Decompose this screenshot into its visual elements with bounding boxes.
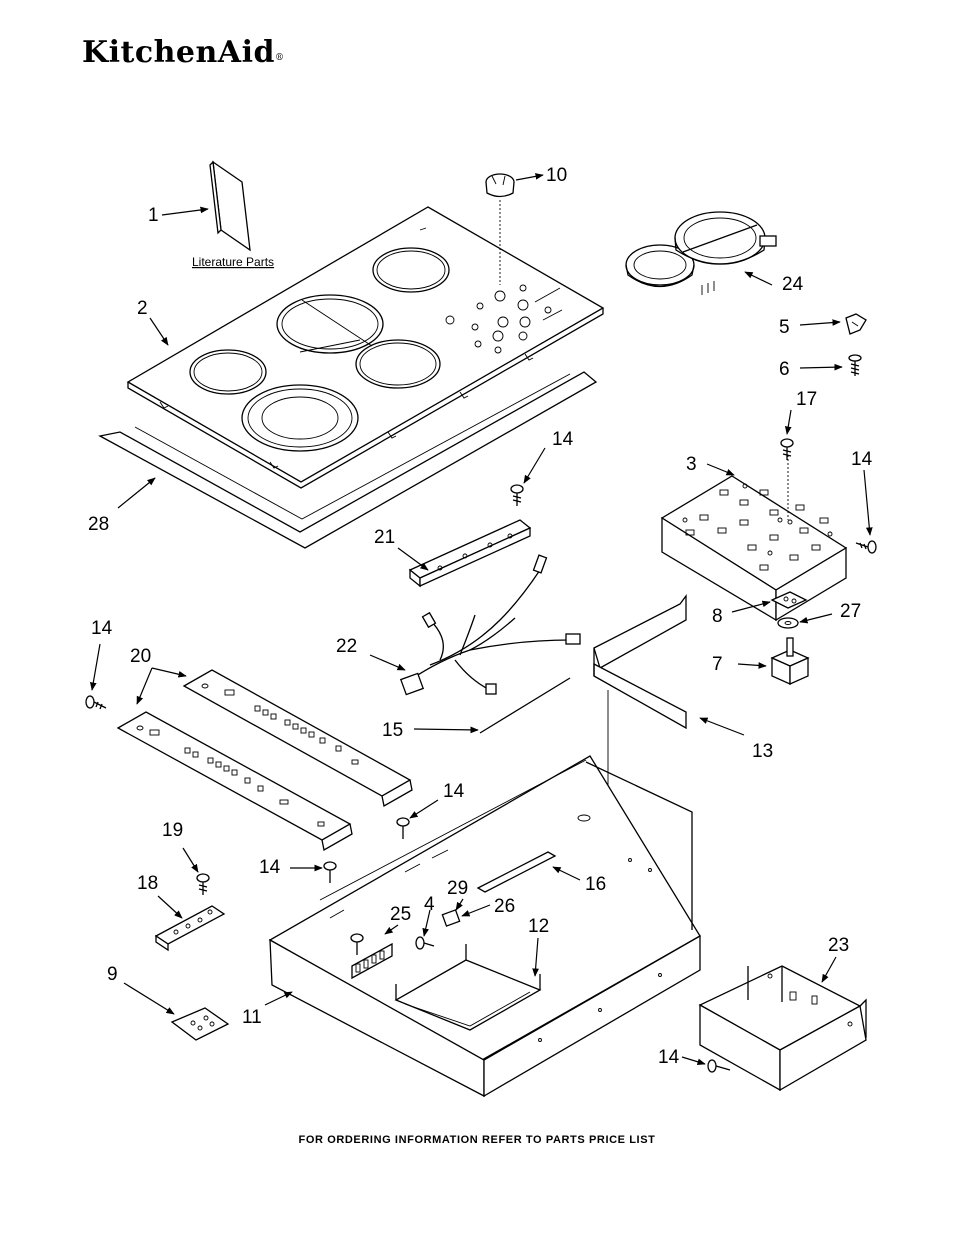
callout-6: 6 (779, 359, 790, 380)
bracket-18-part (154, 905, 226, 952)
wire-harness-part (399, 554, 581, 696)
callout-1: 1 (148, 205, 159, 226)
callout-11: 11 (242, 1007, 262, 1028)
callout-8: 8 (712, 606, 723, 627)
callout-17: 17 (796, 389, 817, 410)
callout-3: 3 (686, 454, 697, 475)
clip-part (845, 313, 867, 335)
callout-14-e: 14 (259, 857, 281, 878)
glass-cooktop-part (126, 206, 605, 489)
callout-14-a: 14 (552, 429, 574, 450)
callout-19: 19 (162, 820, 183, 841)
callout-9: 9 (107, 964, 118, 985)
base-pan-part (268, 755, 701, 1098)
callout-13: 13 (752, 741, 773, 762)
screw-6-icon (848, 354, 862, 376)
label-26-part (441, 909, 461, 927)
brand-name: KitchenAid (82, 35, 275, 70)
spacer-plate-part (770, 591, 808, 609)
control-knob-part (485, 173, 515, 285)
callout-20: 20 (130, 646, 151, 667)
screw-14-right-icon (855, 540, 877, 554)
screw-4-icon (415, 936, 435, 950)
callout-15: 15 (382, 720, 403, 741)
callout-2: 2 (137, 298, 148, 319)
screw-14-pan-a-icon (323, 861, 337, 883)
callout-14-d: 14 (443, 781, 465, 802)
support-rail-lower-part (116, 711, 353, 852)
screw-14-bracket-icon (510, 484, 524, 506)
callout-18: 18 (137, 873, 158, 894)
bracket-12-part (394, 944, 542, 1031)
plate-9-part (170, 1007, 230, 1041)
callout-26: 26 (494, 896, 515, 917)
registered-mark: ® (274, 53, 285, 63)
screw-14-left-icon (85, 695, 107, 710)
ordering-info-footer: FOR ORDERING INFORMATION REFER TO PARTS … (298, 1134, 656, 1146)
callout-27: 27 (840, 601, 861, 622)
callout-12: 12 (528, 916, 549, 937)
callout-7: 7 (712, 654, 723, 675)
callout-4: 4 (424, 894, 435, 915)
brand-logo: KitchenAid® (82, 38, 284, 68)
screw-29-icon (350, 933, 364, 955)
gasket-strip-part (476, 851, 557, 893)
callout-22: 22 (336, 636, 357, 657)
callout-14-f: 14 (658, 1047, 680, 1068)
callout-28: 28 (88, 514, 109, 535)
callout-5: 5 (779, 317, 790, 338)
callout-14-c: 14 (91, 618, 113, 639)
cooktop-seal-part (98, 371, 598, 549)
screw-19-icon (196, 873, 210, 895)
callout-24: 24 (782, 274, 804, 295)
control-box-part (660, 455, 848, 622)
junction-box-part (698, 965, 867, 1092)
literature-caption: Literature Parts (192, 255, 274, 269)
screw-14-pan-b-icon (396, 817, 410, 839)
callout-14-b: 14 (851, 449, 873, 470)
literature-parts-icon (209, 160, 251, 252)
callout-29: 29 (447, 878, 468, 899)
callout-10: 10 (546, 165, 567, 186)
screw-14-box-icon (707, 1059, 731, 1073)
callout-25: 25 (390, 904, 411, 925)
sensor-rod-part (479, 677, 571, 734)
bracket-21-part (408, 519, 532, 588)
switch-part (770, 637, 810, 686)
callout-21: 21 (374, 527, 395, 548)
callout-23: 23 (828, 935, 849, 956)
terminal-block-part (351, 942, 393, 980)
radiant-element-part (625, 211, 777, 295)
leader-lines (89, 173, 873, 1066)
washer-part (777, 617, 799, 629)
callout-16: 16 (585, 874, 606, 895)
support-rail-upper-part (182, 669, 413, 808)
callout-labels: 1 2 3 4 5 6 7 8 9 10 11 12 13 14 14 14 1… (88, 165, 873, 1068)
screw-17-icon (780, 438, 794, 460)
